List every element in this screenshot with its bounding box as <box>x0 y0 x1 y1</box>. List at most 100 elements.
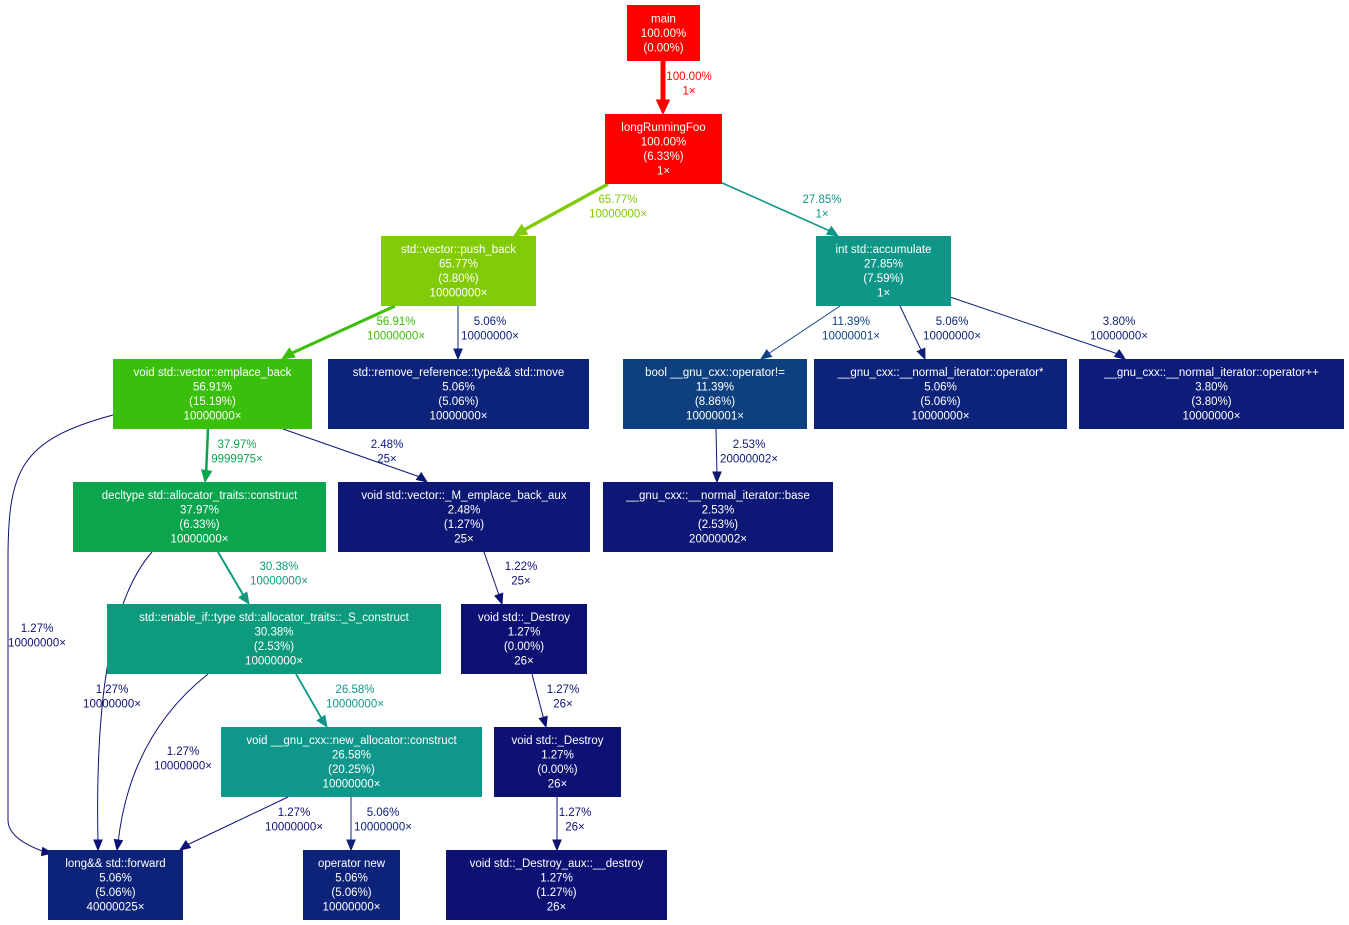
node-box[interactable] <box>338 482 590 552</box>
node-self-percent: (15.19%) <box>189 396 236 408</box>
node-function-name: void std::_Destroy_aux::__destroy <box>470 858 644 870</box>
node-call-count: 10000000× <box>323 902 381 914</box>
edge-line <box>899 305 923 353</box>
node-total-percent: 65.77% <box>439 259 478 271</box>
edge-line <box>719 181 831 232</box>
edge-count-label: 10000000× <box>154 761 212 773</box>
edge-count-label: 10000000× <box>250 576 308 588</box>
node-op_neq[interactable]: bool __gnu_cxx::operator!=11.39%(8.86%)1… <box>623 359 807 429</box>
node-s_construct[interactable]: std::enable_if::type std::allocator_trai… <box>107 604 441 674</box>
node-box[interactable] <box>1079 359 1344 429</box>
node-box[interactable] <box>814 359 1067 429</box>
edge-percent-label: 37.97% <box>217 439 256 451</box>
node-op_deref[interactable]: __gnu_cxx::__normal_iterator::operator*5… <box>814 359 1067 429</box>
edge-accumulate-to-op_neq: 11.39% 10000001× <box>759 305 880 360</box>
edge-na_construct-to-forward: 1.27% 10000000× <box>178 796 323 851</box>
edge-count-label: 26× <box>553 699 573 711</box>
node-box[interactable] <box>73 482 326 552</box>
node-call-count: 1× <box>657 166 670 178</box>
edge-count-label: 10000000× <box>83 699 141 711</box>
node-construct[interactable]: decltype std::allocator_traits::construc… <box>73 482 326 552</box>
node-total-percent: 100.00% <box>641 28 686 40</box>
edge-line <box>483 551 501 599</box>
node-na_construct[interactable]: void __gnu_cxx::new_allocator::construct… <box>221 727 482 797</box>
edge-line <box>186 796 289 846</box>
edge-emplace_aux-to-destroy1: 1.22%25× <box>483 551 537 606</box>
node-box[interactable] <box>446 850 667 920</box>
edge-s_construct-to-forward: 1.27%10000000× <box>113 673 212 852</box>
node-call-count: 10000000× <box>430 411 488 423</box>
node-self-percent: (0.00%) <box>643 42 683 54</box>
edge-longRunningFoo-to-accumulate: 27.85%1× <box>719 181 842 237</box>
node-box[interactable] <box>221 727 482 797</box>
node-self-percent: (3.80%) <box>438 273 478 285</box>
edge-emplace_back-to-forward: 1.27%10000000× <box>7 414 114 857</box>
node-move[interactable]: std::remove_reference::type&& std::move5… <box>328 359 589 429</box>
node-push_back[interactable]: std::vector::push_back65.77%(3.80%)10000… <box>381 236 536 306</box>
edge-na_construct-to-op_new: 5.06%10000000× <box>346 797 412 852</box>
edge-count-label: 10000000× <box>265 822 323 834</box>
node-emplace_back[interactable]: void std::vector::emplace_back56.91%(15.… <box>113 359 312 429</box>
edge-count-label: 10000001× <box>822 331 880 343</box>
edge-percent-label: 1.27% <box>547 684 580 696</box>
node-box[interactable] <box>107 604 441 674</box>
edge-line <box>117 673 209 844</box>
edge-arrowhead <box>552 839 562 852</box>
edge-longRunningFoo-to-push_back: 65.77%10000000× <box>512 182 647 237</box>
edge-percent-label: 2.48% <box>371 439 404 451</box>
node-box[interactable] <box>603 482 833 552</box>
node-call-count: 26× <box>514 656 534 668</box>
edge-percent-label: 1.27% <box>559 807 592 819</box>
node-box[interactable] <box>328 359 589 429</box>
node-box[interactable] <box>461 604 587 674</box>
edge-count-label: 26× <box>565 822 585 834</box>
edge-percent-label: 1.27% <box>21 623 54 635</box>
node-call-count: 1× <box>877 288 890 300</box>
node-emplace_aux[interactable]: void std::vector::_M_emplace_back_aux2.4… <box>338 482 590 552</box>
edge-count-label: 20000002× <box>720 454 778 466</box>
node-function-name: std::vector::push_back <box>401 244 516 256</box>
node-total-percent: 2.48% <box>448 505 481 517</box>
edge-count-label: 9999975× <box>211 454 263 466</box>
node-total-percent: 1.27% <box>508 627 541 639</box>
node-destroy_aux[interactable]: void std::_Destroy_aux::__destroy1.27%(1… <box>446 850 667 920</box>
node-box[interactable] <box>48 850 183 920</box>
node-box[interactable] <box>113 359 312 429</box>
node-box[interactable] <box>303 850 400 920</box>
edge-arrowhead <box>494 592 504 606</box>
edge-line <box>521 182 609 233</box>
node-function-name: void std::_Destroy <box>511 735 603 747</box>
edge-line <box>289 304 396 356</box>
node-total-percent: 26.58% <box>332 750 371 762</box>
node-box[interactable] <box>623 359 807 429</box>
node-total-percent: 30.38% <box>254 627 293 639</box>
edge-percent-label: 11.39% <box>832 316 870 328</box>
node-self-percent: (20.25%) <box>328 764 375 776</box>
node-box[interactable] <box>381 236 536 306</box>
node-function-name: void __gnu_cxx::new_allocator::construct <box>246 735 457 747</box>
node-function-name: bool __gnu_cxx::operator!= <box>645 367 785 379</box>
edge-arrowhead <box>512 223 529 237</box>
node-function-name: void std::vector::emplace_back <box>134 367 292 379</box>
node-box[interactable] <box>605 114 722 184</box>
edge-arrowhead <box>759 348 773 360</box>
edge-arrowhead <box>1113 348 1127 360</box>
node-total-percent: 5.06% <box>442 382 475 394</box>
edge-percent-label: 1.27% <box>96 684 129 696</box>
node-self-percent: (8.86%) <box>695 396 735 408</box>
node-base[interactable]: __gnu_cxx::__normal_iterator::base2.53%(… <box>603 482 833 552</box>
node-box[interactable] <box>816 236 951 306</box>
node-op_inc[interactable]: __gnu_cxx::__normal_iterator::operator++… <box>1079 359 1344 429</box>
edge-arrowhead <box>825 225 840 237</box>
node-box[interactable] <box>627 5 700 61</box>
node-box[interactable] <box>494 727 621 797</box>
edge-percent-label: 1.27% <box>278 807 311 819</box>
